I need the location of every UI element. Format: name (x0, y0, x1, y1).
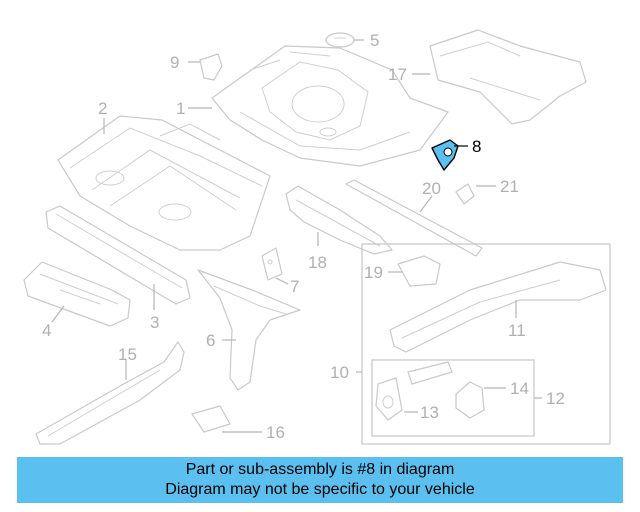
callout-14[interactable]: 14 (510, 379, 529, 398)
part-11-rear-member (389, 261, 607, 353)
part-13-reinforcement (375, 361, 453, 421)
part-6-side-panel (197, 269, 301, 391)
part-17-rear-crossmember (429, 29, 587, 125)
part-21-bracket (455, 183, 475, 205)
callout-12[interactable]: 12 (546, 389, 565, 408)
callout-16[interactable]: 16 (266, 423, 285, 442)
part-16-bracket (191, 405, 231, 433)
callout-4[interactable]: 4 (42, 321, 51, 340)
part-15-side-sill (35, 341, 185, 445)
callout-10[interactable]: 10 (330, 363, 349, 382)
callout-6[interactable]: 6 (206, 331, 215, 350)
part-19-bracket (397, 255, 441, 287)
leader-lines (51, 39, 542, 433)
banner-line-2: Diagram may not be specific to your vehi… (165, 481, 475, 498)
callout-21[interactable]: 21 (500, 177, 519, 196)
callout-8[interactable]: 8 (472, 137, 481, 156)
callout-18[interactable]: 18 (308, 253, 327, 272)
callout-15[interactable]: 15 (118, 345, 137, 364)
callout-3[interactable]: 3 (150, 313, 159, 332)
part-1-rear-floor-pan (211, 45, 449, 167)
part-8-bracket-highlighted (431, 139, 459, 171)
part-2-front-floor-pan (57, 115, 271, 251)
callout-13[interactable]: 13 (420, 403, 439, 422)
part-3-side-rail (45, 205, 191, 305)
part-18-member (285, 185, 393, 255)
part-7-bracket (261, 247, 283, 281)
callout-17[interactable]: 17 (388, 65, 407, 84)
callout-2[interactable]: 2 (98, 99, 107, 118)
part-20-rail (345, 179, 483, 257)
callout-7[interactable]: 7 (290, 277, 299, 296)
part-9-bracket (199, 53, 223, 81)
callout-19[interactable]: 19 (364, 263, 383, 282)
callout-1[interactable]: 1 (176, 99, 185, 118)
callout-20[interactable]: 20 (422, 179, 441, 198)
part-5-plug (325, 32, 355, 48)
info-banner: Part or sub-assembly is #8 in diagram Di… (17, 457, 623, 503)
callout-9[interactable]: 9 (170, 53, 179, 72)
callout-11[interactable]: 11 (508, 321, 526, 340)
callout-5[interactable]: 5 (370, 31, 379, 50)
part-4-crossmember (23, 261, 131, 327)
group-box-10 (361, 243, 611, 445)
banner-line-1: Part or sub-assembly is #8 in diagram (185, 461, 455, 478)
part-14-reinforcement (455, 381, 485, 419)
